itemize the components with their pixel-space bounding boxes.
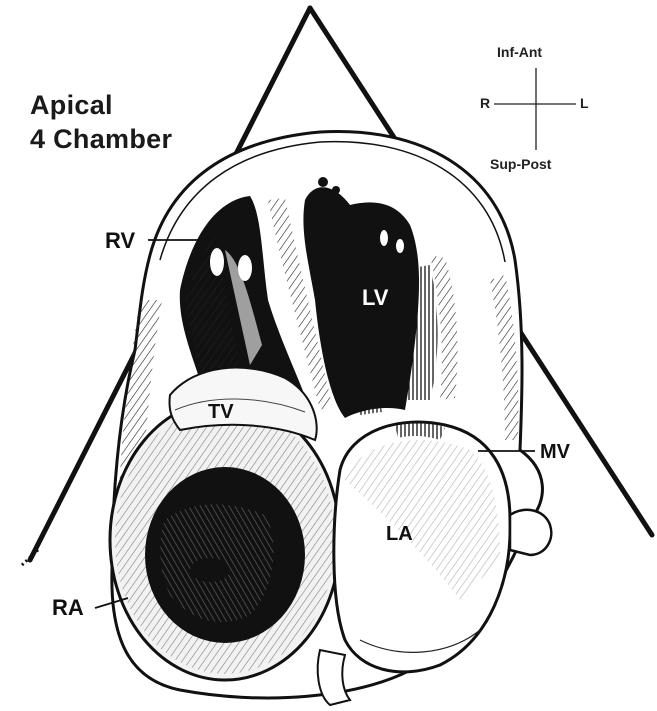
- label-mv: MV: [540, 441, 571, 463]
- label-rv: RV: [105, 228, 135, 253]
- pulmonary-vein: [508, 508, 553, 557]
- orientation-top-label: Inf-Ant: [497, 44, 543, 60]
- ra-chamber: [108, 398, 342, 682]
- orientation-bottom-label: Sup-Post: [490, 156, 552, 172]
- label-leaders: [94, 239, 535, 609]
- lv-cavity: [303, 187, 420, 418]
- tv-annulus: [168, 366, 318, 442]
- orientation-right-label: L: [580, 95, 589, 111]
- la-chamber: [332, 420, 512, 674]
- vein-stub-bottom: [316, 648, 352, 707]
- sector-edge-tick: [20, 546, 42, 567]
- title-line-2: 4 Chamber: [30, 124, 173, 154]
- title-line-1: Apical: [30, 90, 113, 120]
- label-ra: RA: [52, 595, 84, 620]
- orientation-left-label: R: [480, 95, 491, 111]
- diagram-title: Apical 4 Chamber: [30, 88, 172, 156]
- label-lv: LV: [362, 285, 389, 310]
- label-la: LA: [386, 523, 413, 545]
- label-tv: TV: [208, 401, 234, 423]
- orientation-compass: [494, 68, 576, 150]
